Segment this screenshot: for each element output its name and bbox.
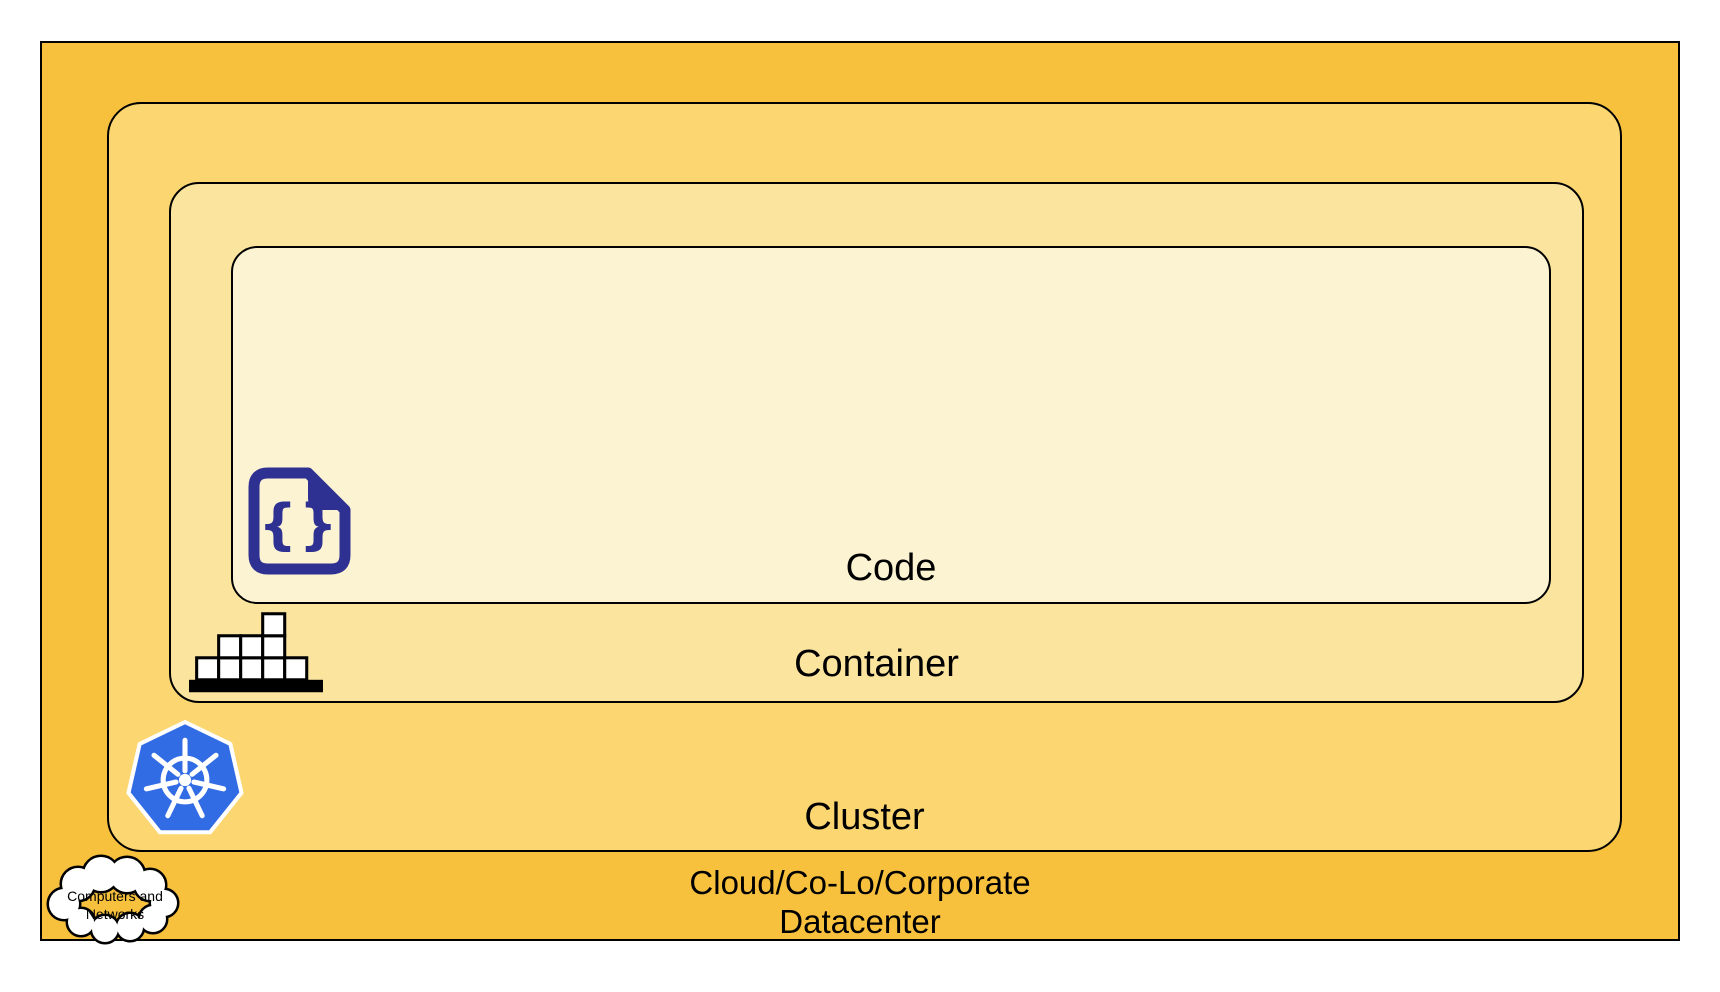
nested-layer-datacenter: {} Code (40, 41, 1680, 945)
datacenter-label: Cloud/Co-Lo/Corporate Datacenter (42, 863, 1678, 941)
cloud-label-line1: Computers and (67, 888, 163, 904)
cluster-label: Cluster (804, 796, 925, 838)
nested-layer-code: {} Code (231, 246, 1551, 604)
kubernetes-icon (126, 720, 244, 835)
container-stack-icon (189, 612, 323, 693)
container-label: Container (794, 643, 959, 685)
datacenter-label-line1: Cloud/Co-Lo/Corporate (689, 864, 1031, 901)
nested-layer-container: {} Code (169, 182, 1584, 703)
code-file-icon: {} (248, 467, 351, 575)
cloud-label-line2: Networks (86, 906, 144, 922)
cloud-icon: Computers and Networks (46, 854, 180, 945)
datacenter-label-line2: Datacenter (779, 903, 941, 940)
code-braces-glyph: {} (259, 493, 340, 556)
nested-layer-cluster: {} Code (107, 102, 1622, 852)
code-label: Code (845, 547, 937, 589)
